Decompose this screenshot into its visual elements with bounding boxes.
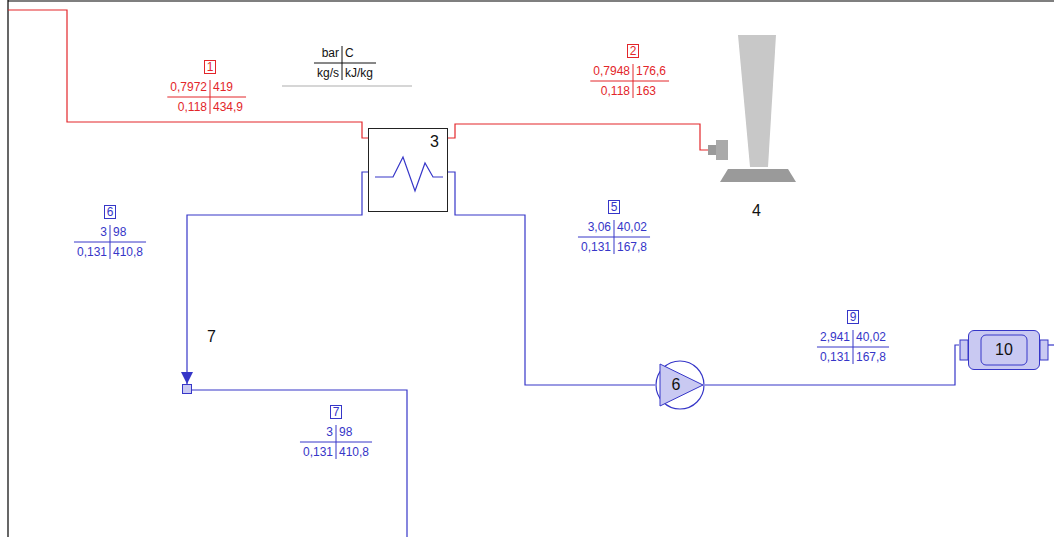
flue-gas-line (8, 10, 368, 138)
stream-value: 434,9 (213, 100, 243, 114)
mixer-shape (183, 385, 191, 393)
stream-value: 410,8 (339, 445, 369, 459)
table-rule (314, 63, 376, 64)
frame-line (7, 0, 8, 537)
motor-nub (960, 340, 968, 360)
stream-number: 6 (104, 205, 117, 219)
stream-value: 0,131 (303, 445, 333, 459)
stream-value: 3,06 (588, 220, 611, 234)
component-number: 3 (430, 134, 439, 150)
legend-unit: kg/s (317, 66, 339, 80)
stream-line (448, 124, 708, 150)
stream-line (448, 172, 655, 385)
table-divider (853, 330, 854, 364)
stream-value: 3 (100, 225, 107, 239)
stream-value: 0,7972 (170, 80, 207, 94)
stream-number: 7 (330, 405, 343, 419)
motor: 10 (968, 330, 1040, 370)
legend-unit: kJ/kg (345, 66, 373, 80)
stream-value: 40,02 (617, 220, 647, 234)
stream-value: 167,8 (856, 350, 886, 364)
pump: 6 (655, 360, 705, 410)
component-number: 4 (752, 203, 761, 219)
pump-triangle (660, 364, 703, 406)
table-rule (167, 97, 246, 98)
stack: 4 (708, 35, 800, 225)
stream-value: 419 (213, 80, 233, 94)
motor-nub (1040, 340, 1048, 360)
stream-value: 0,118 (178, 100, 207, 114)
frame-line (8, 0, 1054, 1)
stream-number: 2 (627, 44, 640, 58)
component-number: 10 (995, 342, 1013, 358)
legend-unit: C (345, 46, 354, 60)
stream-value: 410,8 (113, 245, 143, 259)
stream-value: 176,6 (636, 64, 666, 78)
stream-number: 1 (204, 60, 217, 74)
heat-exchanger-coil (375, 157, 443, 191)
stream-value: 40,02 (856, 330, 886, 344)
stream-value: 0,131 (820, 350, 850, 364)
stream-value: 167,8 (617, 240, 647, 254)
table-divider (210, 80, 211, 114)
table-divider (614, 220, 615, 254)
stream-line (705, 345, 959, 385)
stream-value: 0,131 (77, 245, 107, 259)
table-divider (633, 64, 634, 98)
stream-value: 98 (113, 225, 126, 239)
shaft-line (1048, 344, 1054, 345)
stack-base (720, 169, 796, 182)
stream-number: 5 (608, 200, 621, 214)
water-line (192, 390, 407, 537)
stack-inlet (716, 140, 728, 160)
pump-casing (656, 361, 704, 409)
heat-exchanger: 3 (368, 128, 448, 212)
stack-shape (708, 35, 800, 225)
table-divider (336, 425, 337, 459)
stream-value: 0,118 (601, 84, 630, 98)
legend-unit: bar (322, 46, 339, 60)
component-number: 6 (672, 377, 681, 393)
table-divider (342, 46, 343, 80)
stream-value: 98 (339, 425, 352, 439)
stream-value: 3 (326, 425, 333, 439)
stream-value: 0,7948 (593, 64, 630, 78)
stack-chimney (738, 35, 776, 167)
mixer: 7 (182, 384, 192, 394)
table-divider (110, 225, 111, 259)
motor-inner (981, 335, 1027, 365)
stream-number: 9 (847, 310, 860, 324)
stream-line (187, 172, 368, 384)
legend-underline (282, 85, 412, 87)
stream-value: 2,941 (820, 330, 850, 344)
stream-value: 163 (636, 84, 656, 98)
component-number: 7 (207, 329, 216, 345)
stream-value: 0,131 (581, 240, 611, 254)
table-rule (590, 81, 669, 82)
stack-inlet (708, 145, 716, 155)
